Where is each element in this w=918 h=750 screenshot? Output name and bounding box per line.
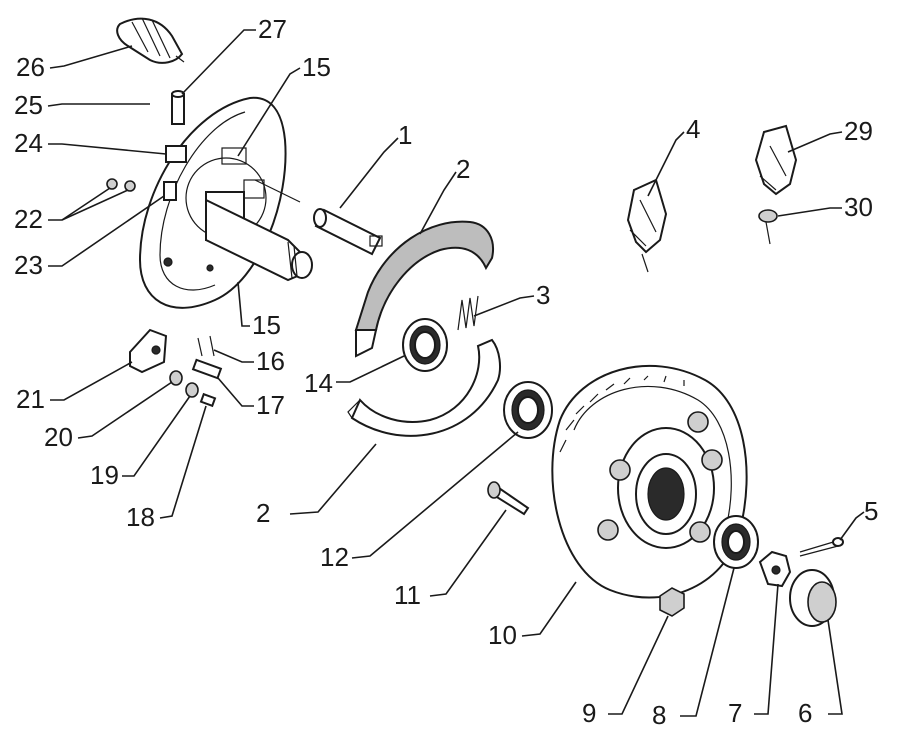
svg-text:19: 19 — [90, 460, 119, 490]
svg-text:5: 5 — [864, 496, 878, 526]
brake-shoe-lower — [347, 338, 501, 437]
svg-text:2: 2 — [456, 154, 470, 184]
svg-text:30: 30 — [844, 192, 873, 222]
callout-2-lower: 2 — [256, 443, 377, 528]
lug-nut — [659, 587, 685, 617]
svg-text:12: 12 — [320, 542, 349, 572]
svg-text:25: 25 — [14, 90, 43, 120]
washer-30 — [758, 209, 778, 245]
svg-text:16: 16 — [256, 346, 285, 376]
callout-16: 16 — [213, 346, 285, 376]
pin-17 — [191, 358, 223, 380]
callout-20: 20 — [44, 381, 173, 452]
callout-5: 5 — [839, 496, 878, 541]
brake-assembly-29 — [754, 124, 798, 196]
bearing-14 — [402, 318, 448, 372]
dust-cap — [789, 569, 837, 627]
callout-21: 21 — [16, 361, 133, 414]
actuator-boot — [116, 17, 185, 64]
callout-10: 10 — [488, 581, 577, 650]
callout-15-upper: 15 — [237, 52, 331, 157]
callout-12: 12 — [320, 431, 519, 572]
callout-24: 24 — [14, 128, 167, 158]
callout-26: 26 — [16, 45, 133, 82]
wheel-stud — [487, 481, 530, 516]
actuator-lever — [171, 90, 185, 125]
callout-29: 29 — [787, 116, 873, 153]
svg-text:14: 14 — [304, 368, 333, 398]
svg-text:9: 9 — [582, 698, 596, 728]
small-parts — [169, 370, 217, 408]
wheel-cylinder — [313, 208, 383, 256]
svg-text:15: 15 — [252, 310, 281, 340]
svg-text:23: 23 — [14, 250, 43, 280]
callout-19: 19 — [90, 395, 191, 490]
svg-text:27: 27 — [258, 14, 287, 44]
svg-text:10: 10 — [488, 620, 517, 650]
svg-text:21: 21 — [16, 384, 45, 414]
brake-shoe-upper — [354, 220, 494, 358]
cotter-pin — [799, 537, 844, 557]
bearing-8 — [713, 515, 759, 569]
svg-text:29: 29 — [844, 116, 873, 146]
svg-text:18: 18 — [126, 502, 155, 532]
svg-text:7: 7 — [728, 698, 742, 728]
spindle — [205, 179, 313, 282]
callout-7: 7 — [728, 583, 779, 728]
callout-4: 4 — [647, 114, 700, 197]
actuator-block — [129, 328, 168, 374]
callout-27: 27 — [181, 14, 287, 95]
svg-text:26: 26 — [16, 52, 45, 82]
callout-15-lower: 15 — [237, 281, 281, 340]
callout-11: 11 — [394, 509, 507, 610]
svg-text:2: 2 — [256, 498, 270, 528]
callout-3: 3 — [473, 280, 550, 317]
callout-2-upper: 2 — [419, 154, 470, 235]
pins — [197, 335, 215, 357]
svg-text:20: 20 — [44, 422, 73, 452]
svg-text:11: 11 — [394, 580, 421, 610]
spring — [457, 295, 479, 331]
callout-1: 1 — [339, 120, 412, 209]
callout-14: 14 — [304, 355, 405, 398]
callout-23: 23 — [14, 195, 165, 280]
svg-text:22: 22 — [14, 204, 43, 234]
svg-text:15: 15 — [302, 52, 331, 82]
bearing-12 — [503, 381, 553, 439]
callout-8: 8 — [652, 567, 735, 730]
callout-18: 18 — [126, 405, 207, 532]
svg-text:4: 4 — [686, 114, 700, 144]
brake-assembly-4 — [626, 178, 668, 273]
callout-9: 9 — [582, 615, 669, 728]
svg-text:24: 24 — [14, 128, 43, 158]
svg-text:17: 17 — [256, 390, 285, 420]
callout-25: 25 — [14, 90, 150, 120]
castle-nut — [758, 550, 792, 588]
svg-text:6: 6 — [798, 698, 812, 728]
svg-text:8: 8 — [652, 700, 666, 730]
callout-30: 30 — [777, 192, 873, 222]
callout-6: 6 — [798, 619, 843, 728]
small-hardware — [106, 145, 187, 201]
callout-22: 22 — [14, 187, 129, 234]
callout-17: 17 — [217, 377, 285, 420]
brake-drum — [551, 365, 748, 599]
svg-text:1: 1 — [398, 120, 412, 150]
svg-text:3: 3 — [536, 280, 550, 310]
